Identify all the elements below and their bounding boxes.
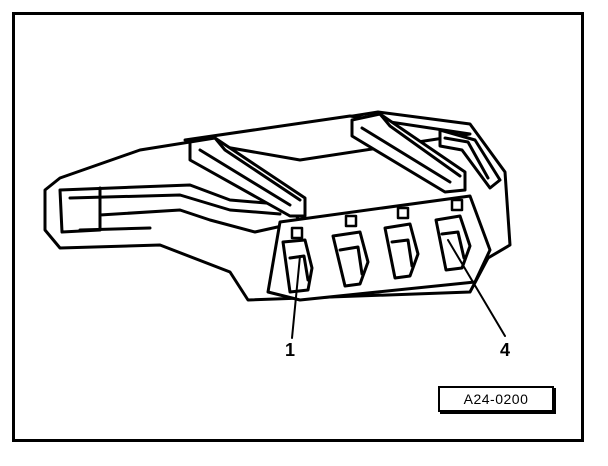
leader-line-4 bbox=[447, 239, 506, 337]
reference-code-label: A24-0200 bbox=[438, 386, 554, 412]
leader-line-1 bbox=[291, 255, 301, 339]
callout-label-1: 1 bbox=[285, 340, 296, 360]
connector-front-face bbox=[266, 194, 492, 302]
chamber-tabs bbox=[290, 198, 464, 240]
terminal-chambers bbox=[281, 214, 472, 294]
callout-label-4: 4 bbox=[500, 340, 511, 360]
